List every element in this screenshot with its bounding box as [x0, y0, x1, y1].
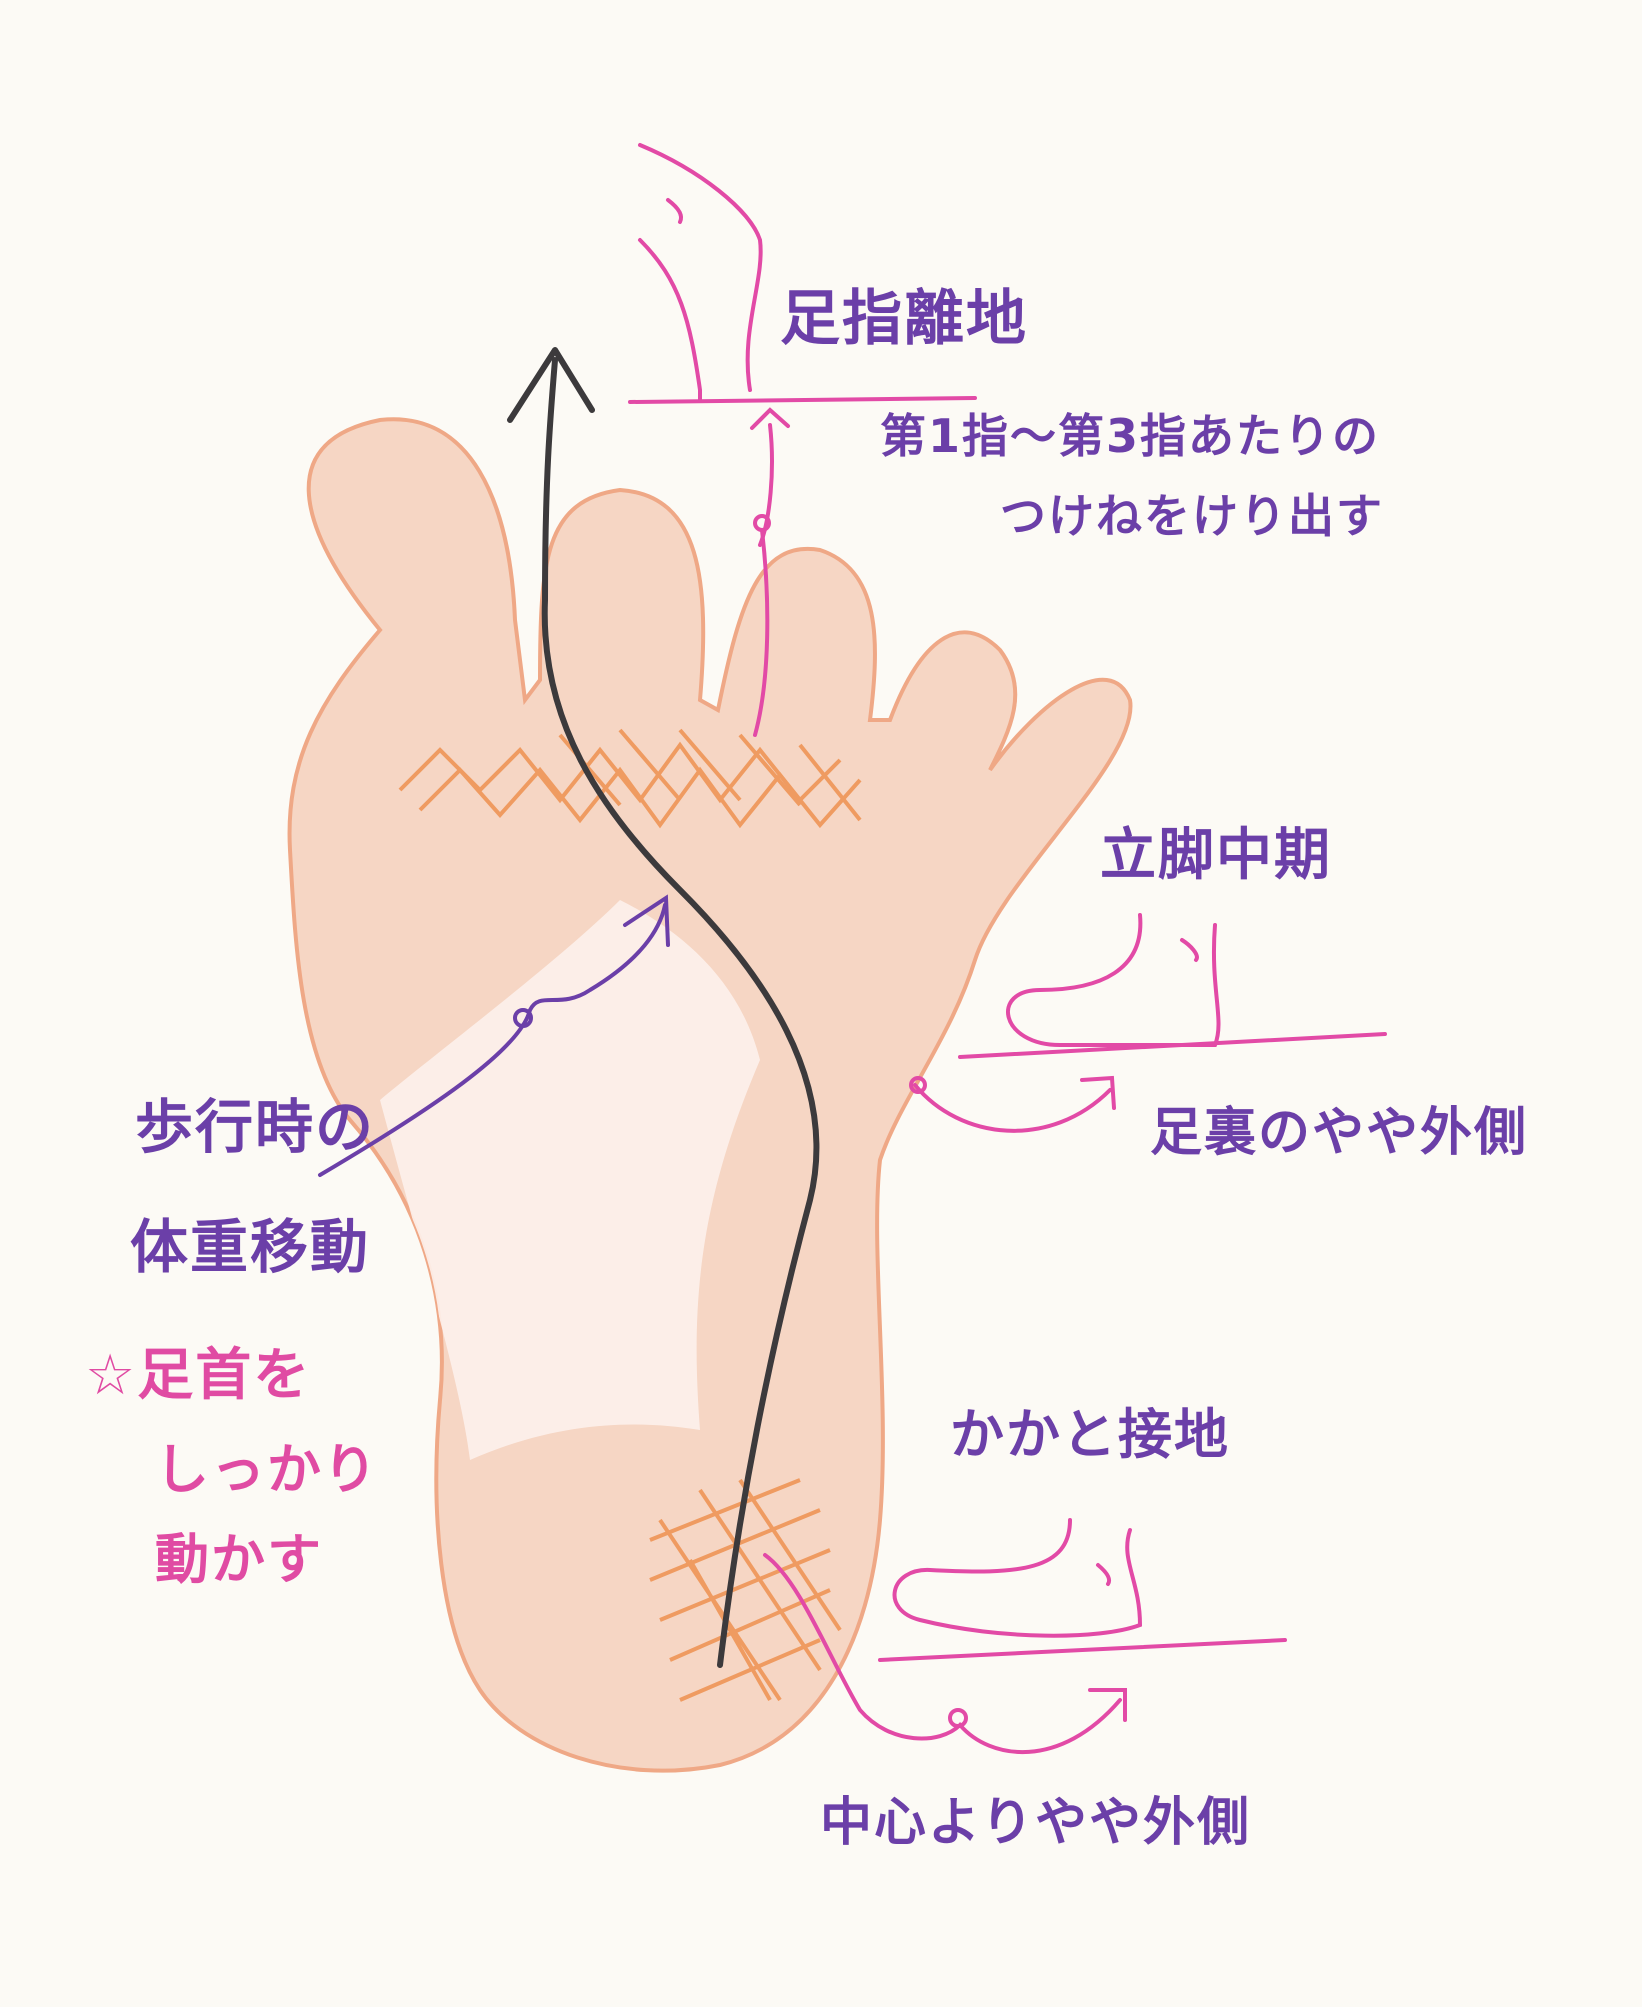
label-weight-shift-1: 歩行時の — [135, 1080, 375, 1164]
label-midstance-note: 足裏のやや外側 — [1150, 1090, 1528, 1165]
label-weight-shift-2: 体重移動 — [130, 1200, 370, 1284]
label-toe-off-note-2: つけねをけり出す — [1000, 480, 1384, 546]
label-ankle-tip-2: しっかり — [155, 1425, 379, 1504]
label-ankle-tip-3: 動かす — [155, 1515, 323, 1594]
label-toe-off: 足指離地 — [780, 270, 1028, 357]
label-heel-strike: かかと接地 — [950, 1390, 1230, 1469]
label-ankle-tip-1: ☆足首を — [85, 1330, 311, 1411]
label-midstance: 立脚中期 — [1100, 810, 1332, 891]
label-heel-note: 中心よりやや外側 — [820, 1780, 1251, 1855]
label-toe-off-note-1: 第1指〜第3指あたりの — [880, 400, 1380, 466]
